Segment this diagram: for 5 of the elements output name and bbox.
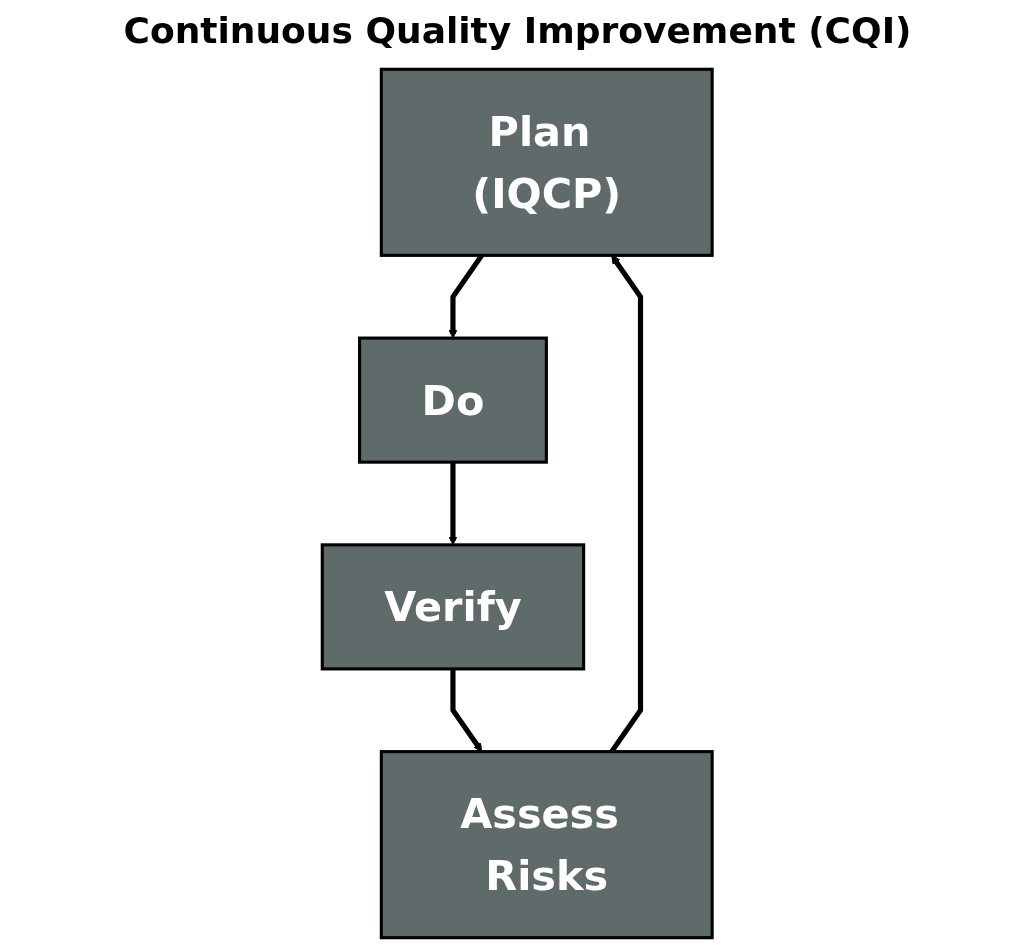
node-box: Plan (IQCP) — [380, 67, 714, 257]
node-box: Verify — [321, 543, 586, 671]
node-box: Assess Risks — [380, 750, 714, 940]
node-box: Do — [358, 336, 549, 464]
center-title: Continuous Quality Improvement (CQI) — [123, 10, 912, 51]
